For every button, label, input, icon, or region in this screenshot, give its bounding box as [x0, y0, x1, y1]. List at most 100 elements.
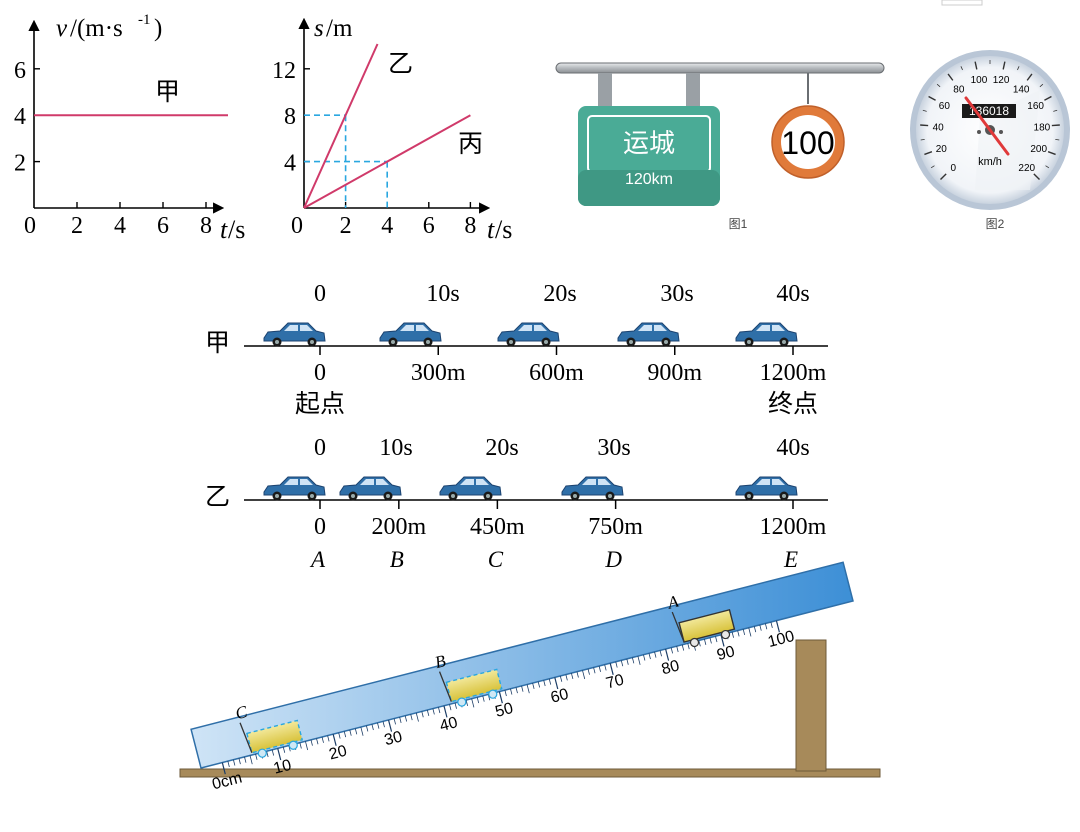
cart-wheel	[488, 689, 498, 699]
ruler-tick	[637, 655, 641, 665]
speed-unit: km/h	[978, 156, 1002, 168]
ruler-tick	[709, 637, 712, 644]
ruler-tick	[316, 738, 319, 745]
dial-tick	[1044, 95, 1052, 101]
ruler-tick	[443, 705, 448, 718]
odometer-display	[962, 104, 1016, 118]
cart: C	[233, 702, 304, 758]
ruler-tick	[604, 664, 607, 671]
sign-distance: 120km	[625, 171, 673, 188]
ruler-tick	[764, 623, 768, 630]
dial-label: 220	[1018, 163, 1035, 174]
ruler-tick	[681, 644, 685, 651]
time-label: 0	[314, 435, 326, 461]
ruler-tick	[327, 735, 330, 742]
ruler-tick	[526, 684, 530, 694]
ruler-tick	[255, 753, 258, 760]
cart: A	[665, 591, 736, 648]
ruler-tick	[349, 729, 352, 736]
ruler-tick	[277, 748, 282, 761]
ruler-tick	[244, 756, 247, 763]
ruler-label: 90	[715, 643, 737, 664]
ruler-tick	[631, 657, 635, 664]
ruler-tick	[648, 653, 651, 660]
cart-wheel	[288, 740, 298, 750]
dial-label: 60	[939, 101, 951, 112]
y-tick-label: 12	[272, 58, 296, 84]
ruler-tick	[775, 620, 780, 633]
ruler-tick	[271, 749, 275, 756]
ruler-tick	[498, 691, 503, 704]
speed-limit-value: 100	[781, 125, 834, 161]
ruler-tick	[598, 665, 601, 672]
cart-flag	[671, 611, 685, 643]
y-tick-label: 6	[14, 58, 26, 84]
cart-wheel	[257, 748, 267, 758]
ruler-label: 50	[493, 700, 515, 721]
time-label: 20s	[485, 435, 518, 461]
dial-tick	[947, 73, 954, 81]
ruler-tick	[593, 667, 596, 674]
distance-label: 450m	[470, 514, 525, 540]
ruler-tick	[759, 624, 762, 631]
ruler-tick	[554, 677, 559, 690]
dial-tick	[940, 173, 947, 180]
y-tick-label: 4	[14, 104, 26, 130]
dial-label: 40	[933, 122, 945, 133]
ruler-tick	[415, 712, 419, 722]
y-tick-label: 4	[284, 151, 296, 177]
dial-tick	[974, 61, 978, 70]
series-line-yi	[303, 43, 379, 209]
car-icon	[439, 476, 502, 501]
cart-body	[678, 608, 736, 643]
ruler-tick	[731, 631, 734, 638]
sign-bracket	[686, 73, 700, 107]
dial-label: 120	[993, 75, 1010, 86]
point-label: C	[488, 547, 504, 572]
ruler-label: 100	[766, 628, 796, 651]
distance-label: 750m	[588, 514, 643, 540]
dial-tick	[920, 138, 925, 141]
ruler-tick	[421, 711, 424, 718]
series-label-bing: 丙	[458, 131, 483, 158]
ruler-tick	[233, 759, 236, 766]
start-label: 起点	[295, 390, 345, 418]
dial-tick	[1039, 83, 1044, 88]
cart-wheel	[720, 629, 731, 640]
ruler-tick	[305, 741, 309, 751]
ruler-label: 20	[327, 743, 349, 764]
ruler-tick	[321, 736, 324, 743]
dial-label: 140	[1013, 84, 1030, 95]
cart-flag	[239, 722, 253, 754]
ruler-tick	[432, 708, 435, 715]
y-tick-label: 8	[284, 104, 296, 130]
ruler-tick	[609, 663, 614, 675]
dial-tick	[1045, 165, 1050, 169]
ruler-tick	[715, 636, 718, 643]
ruler-tick	[571, 673, 574, 680]
time-label: 40s	[776, 435, 809, 461]
ruler-tick	[299, 742, 302, 749]
car-icon	[735, 322, 798, 347]
ruler-label: 80	[660, 657, 682, 678]
cart-flag	[438, 671, 452, 702]
ruler-tick	[559, 675, 563, 682]
ruler-tick	[548, 678, 552, 685]
ruler-tick	[510, 688, 513, 695]
time-label: 10s	[379, 435, 412, 461]
car-icon	[497, 322, 560, 347]
origin-label: 0	[291, 213, 303, 239]
x-axis-label-unit: /s	[228, 215, 245, 244]
dial-tick	[1055, 138, 1060, 141]
ruler-tick	[282, 746, 286, 753]
point-label: B	[390, 547, 404, 572]
figure-caption-2: 图2	[986, 217, 1005, 231]
ruler-tick	[343, 731, 347, 738]
dial-label: 160	[1027, 101, 1044, 112]
point-label: A	[309, 547, 326, 572]
car-icon	[379, 322, 442, 347]
ruler-tick	[704, 638, 707, 645]
ruler-tick	[371, 724, 374, 731]
ruler-label: 0cm	[210, 769, 244, 793]
